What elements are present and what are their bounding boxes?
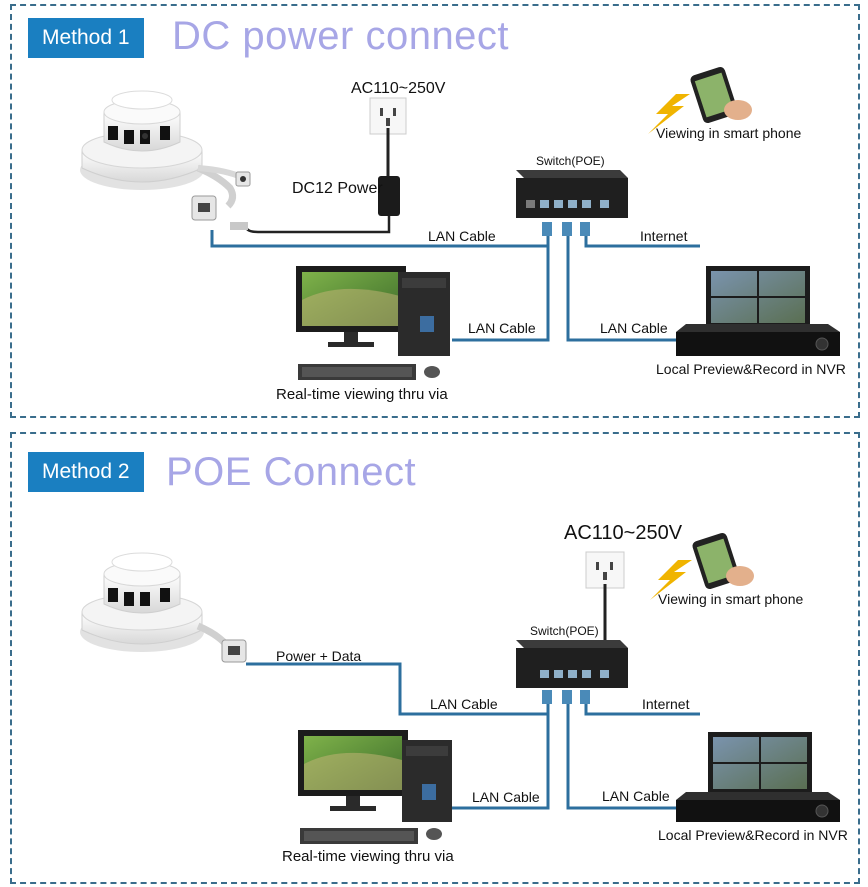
- smoke-detector-camera-icon: [80, 552, 204, 652]
- method2-nvr-caption: Local Preview&Record in NVR: [658, 827, 848, 843]
- method2-internet-label: Internet: [642, 696, 690, 712]
- method2-phone-label: Viewing in smart phone: [658, 591, 804, 607]
- keyboard-icon: [298, 364, 416, 380]
- monitor-icon: [708, 732, 812, 794]
- method2-lan-cable-nvr: LAN Cable: [602, 788, 670, 804]
- desktop-pc-icon: [298, 730, 452, 822]
- smartphone-icon: [690, 66, 752, 124]
- method1-ac-label: AC110~250V: [351, 80, 446, 97]
- method1-dc-label: DC12 Power: [292, 180, 383, 197]
- method2-pc-caption: Real-time viewing thru via: [282, 848, 454, 865]
- poe-switch-icon: [516, 170, 628, 218]
- method1-badge: Method 1: [28, 18, 144, 58]
- smoke-detector-camera-icon: [80, 90, 204, 190]
- monitor-icon: [706, 266, 810, 328]
- poe-switch-icon: [516, 640, 628, 688]
- mouse-icon: [424, 366, 440, 378]
- method1-lan-cable-pc: LAN Cable: [468, 320, 536, 336]
- lightning-icon: [650, 560, 692, 600]
- method2-badge: Method 2: [28, 452, 144, 492]
- method2-title: POE Connect: [166, 450, 417, 494]
- desktop-pc-icon: [296, 266, 450, 356]
- method1-phone-label: Viewing in smart phone: [656, 125, 802, 141]
- method1-title: DC power connect: [172, 14, 510, 58]
- lightning-icon: [648, 94, 690, 134]
- method2-lan-cable-top: LAN Cable: [430, 696, 498, 712]
- method1-lan-cable-nvr: LAN Cable: [600, 320, 668, 336]
- mouse-icon: [426, 828, 442, 840]
- method1-lan-cable-top: LAN Cable: [428, 228, 496, 244]
- nvr-recorder-icon: [676, 792, 840, 822]
- method1-nvr-caption: Local Preview&Record in NVR: [656, 361, 846, 377]
- keyboard-icon: [300, 828, 418, 844]
- nvr-recorder-icon: [676, 324, 840, 356]
- power-socket-icon: [585, 551, 625, 589]
- method1-internet-label: Internet: [640, 228, 688, 244]
- method1-switch-label: Switch(POE): [536, 154, 605, 168]
- method2-switch-label: Switch(POE): [530, 624, 599, 638]
- power-adapter-icon: [378, 176, 400, 216]
- method2-lan-cable-pc: LAN Cable: [472, 789, 540, 805]
- method2-ac-label: AC110~250V: [564, 522, 683, 544]
- method2-power-data-label: Power + Data: [276, 648, 362, 664]
- method1-pc-caption: Real-time viewing thru via: [276, 386, 448, 403]
- smartphone-icon: [692, 532, 754, 590]
